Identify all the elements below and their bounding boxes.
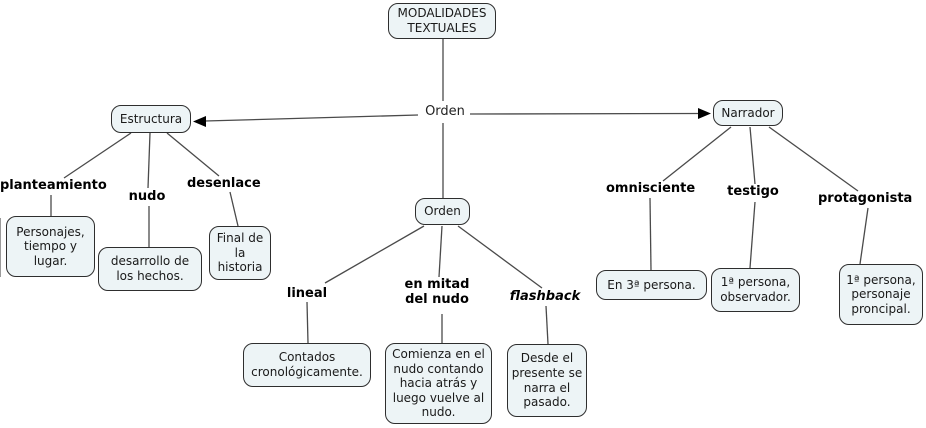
node-flashback-desc[interactable]: Desde el presente se narra el pasado. [507, 344, 587, 417]
line-linking-to-estructura [204, 114, 419, 122]
line-estructura-nudo [147, 132, 151, 189]
line-estructura-desenlace [166, 132, 220, 177]
node-planteamiento-desc[interactable]: Personajes, tiempo y lugar. [6, 216, 95, 277]
label-planteamiento: planteamiento [0, 178, 107, 193]
line-orden-lineal [324, 225, 425, 284]
arrow-right-icon [698, 108, 711, 119]
line-estructura-planteamiento [63, 132, 132, 179]
label-lineal: lineal [286, 286, 328, 301]
line-linking-to-narrador [469, 112, 701, 115]
line-protagonista-box [859, 207, 869, 265]
label-omnisciente: omnisciente [606, 181, 696, 196]
node-protagonista-desc[interactable]: 1ª persona, personaje proncipal. [839, 264, 923, 325]
node-orden[interactable]: Orden [415, 198, 470, 225]
label-nudo: nudo [128, 189, 166, 204]
line-narrador-protagonista [768, 126, 859, 192]
line-testigo-box [749, 201, 756, 269]
line-narrador-testigo [749, 126, 756, 185]
line-desenlace-box [229, 191, 239, 227]
linking-word-orden: Orden [425, 104, 465, 119]
label-protagonista: protagonista [818, 191, 913, 206]
node-enmitad-desc[interactable]: Comienza en el nudo contando hacia atrás… [385, 343, 492, 424]
node-lineal-desc[interactable]: Contados cronológicamente. [243, 343, 371, 387]
label-flashback: flashback [509, 289, 581, 304]
node-narrador[interactable]: Narrador [713, 100, 783, 126]
line-orden-enmitad [438, 225, 443, 278]
line-flashback-box [545, 305, 549, 345]
node-nudo-desc[interactable]: desarrollo de los hechos. [98, 247, 202, 291]
line-omnisciente-box [649, 197, 652, 271]
node-omnisciente-desc[interactable]: En 3ª persona. [596, 270, 707, 300]
label-desenlace: desenlace [187, 176, 261, 191]
node-desenlace-desc[interactable]: Final de la historia [209, 226, 271, 280]
label-en-mitad-del-nudo: en mitad del nudo [404, 277, 470, 307]
line-narrador-omnisciente [662, 126, 732, 182]
line-lineal-box [306, 301, 309, 344]
node-modalidades-textuales[interactable]: MODALIDADES TEXTUALES [388, 3, 496, 39]
node-testigo-desc[interactable]: 1ª persona, observador. [711, 268, 800, 312]
arrow-left-icon [193, 116, 206, 127]
label-testigo: testigo [727, 184, 779, 199]
node-estructura[interactable]: Estructura [111, 105, 191, 133]
